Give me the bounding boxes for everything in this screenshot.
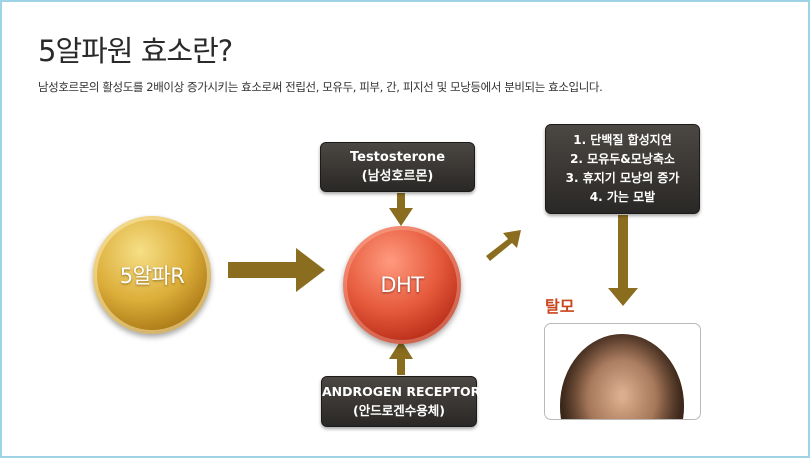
effect-item: 4. 가는 모발 [589,190,656,204]
node-5alpha-reductase-label: 5알파R [119,264,185,288]
arrow-receptor-to-dht [389,340,413,375]
box-androgen-receptor-line1: ANDROGEN RECEPTOR [322,384,481,399]
arrow-testosterone-to-dht [389,193,413,226]
arrow-effects-to-hairloss [608,215,638,306]
box-testosterone: Testosterone (남성호르몬) [320,142,475,192]
arrow-source-to-dht [228,248,325,292]
hair-shape [560,334,684,419]
box-androgen-receptor: ANDROGEN RECEPTOR (안드로겐수용체) [321,376,481,427]
page-title: 5알파원 효소란? [38,34,233,68]
arrow-dht-to-effects [486,230,521,261]
effect-item: 1. 단백질 합성지연 [573,133,672,147]
hair-loss-photo [544,323,701,420]
box-testosterone-line2: (남성호르몬) [361,169,434,184]
box-testosterone-line1: Testosterone [349,150,446,165]
node-dht: DHT [343,226,461,344]
bald-head-image [560,334,684,419]
hair-loss-label: 탈모 [545,297,575,316]
node-dht-label: DHT [380,273,424,297]
effect-item: 3. 휴지기 모낭의 증가 [565,171,680,185]
box-androgen-receptor-line2: (안드로겐수용체) [353,403,445,418]
node-5alpha-reductase: 5알파R [93,216,211,334]
box-effects: 1. 단백질 합성지연 2. 모유두&모낭축소 3. 휴지기 모낭의 증가 4.… [545,124,700,214]
page-subtitle: 남성호르몬의 활성도를 2배이상 증가시키는 효소로써 전립선, 모유두, 피부… [38,80,603,94]
effect-item: 2. 모유두&모낭축소 [570,152,675,166]
